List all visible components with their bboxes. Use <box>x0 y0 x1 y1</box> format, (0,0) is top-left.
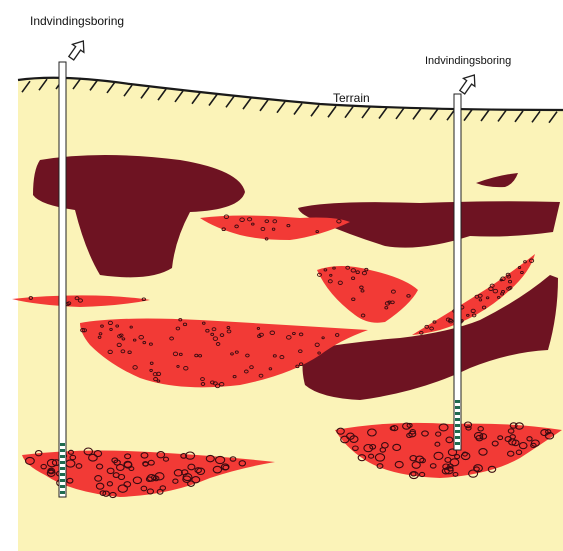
screen-slot <box>455 418 460 421</box>
screen-slot <box>455 412 460 415</box>
terrain-label: Terrain <box>333 91 370 105</box>
screen-slot <box>60 443 65 446</box>
screen-slot <box>60 461 65 464</box>
screen-slot <box>60 485 65 488</box>
well-label-right: Indvindingsboring <box>425 55 511 67</box>
screen-slot <box>455 424 460 427</box>
screen-slot <box>455 430 460 433</box>
screen-slot <box>60 467 65 470</box>
screen-slot <box>455 436 460 439</box>
screen-slot <box>455 406 460 409</box>
well-label-left: Indvindingsboring <box>30 14 124 28</box>
arrow-up-icon <box>66 37 90 62</box>
screen-slot <box>60 455 65 458</box>
screen-slot <box>60 491 65 494</box>
screen-slot <box>60 449 65 452</box>
arrow-up-icon <box>457 71 481 96</box>
well-pipe-right <box>454 94 461 450</box>
screen-slot <box>455 400 460 403</box>
screen-slot <box>455 442 460 445</box>
well-screen-left <box>60 443 65 494</box>
screen-slot <box>60 473 65 476</box>
screen-slot <box>60 479 65 482</box>
well-pipe-left <box>59 62 66 497</box>
